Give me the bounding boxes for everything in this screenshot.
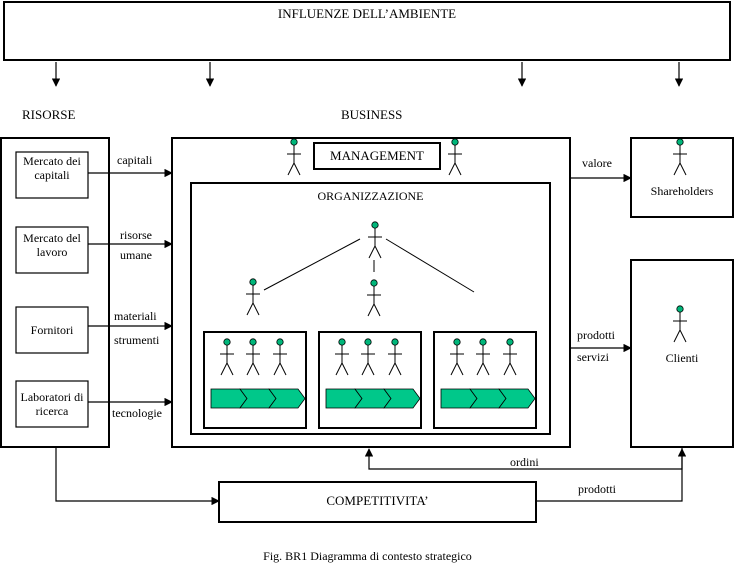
person-icon bbox=[450, 338, 464, 376]
person-icon bbox=[246, 278, 260, 316]
organization-label: ORGANIZZAZIONE bbox=[317, 189, 424, 203]
team-box-1 bbox=[203, 331, 307, 429]
resources-to-competitiveness-arrow bbox=[55, 447, 220, 506]
flow-label-materials: materiali bbox=[114, 309, 157, 323]
resource-label-suppliers: Fornitori bbox=[30, 323, 74, 337]
people-layer bbox=[220, 138, 687, 376]
environment-label: INFLUENZE DELL’AMBIENTE bbox=[277, 6, 457, 21]
process-chevron-icon bbox=[210, 388, 248, 409]
flow-label-products: prodotti bbox=[577, 328, 615, 342]
process-layer bbox=[210, 388, 536, 409]
resource-box-research-labs bbox=[15, 380, 89, 428]
person-icon bbox=[287, 138, 301, 176]
team-box-2 bbox=[318, 331, 422, 429]
person-icon bbox=[448, 138, 462, 176]
flow-label-products-to-clients: prodotti bbox=[578, 482, 616, 496]
person-icon bbox=[476, 338, 490, 376]
resources-box bbox=[0, 137, 110, 448]
person-icon bbox=[246, 338, 260, 376]
person-icon bbox=[273, 338, 287, 376]
resource-label-labour-market: Mercato del lavoro bbox=[23, 231, 81, 259]
process-chevron-icon bbox=[325, 388, 363, 409]
person-icon bbox=[673, 305, 687, 343]
environment-box bbox=[3, 1, 731, 61]
flow-label-human-resources-1: risorse bbox=[120, 228, 152, 242]
person-icon bbox=[503, 338, 517, 376]
shareholders-label: Shareholders bbox=[650, 184, 714, 198]
process-chevron-icon bbox=[498, 388, 536, 409]
person-icon bbox=[220, 338, 234, 376]
competitiveness-label: COMPETITIVITA’ bbox=[326, 493, 429, 508]
flow-label-tools: strumenti bbox=[114, 333, 160, 347]
resource-box-labour-market bbox=[15, 226, 89, 274]
team-box-3 bbox=[433, 331, 537, 429]
products-arrow bbox=[536, 448, 687, 502]
process-chevron-icon bbox=[440, 388, 478, 409]
clients-label: Clienti bbox=[665, 351, 699, 365]
org-chart-lines bbox=[263, 238, 475, 293]
resource-box-capital-market bbox=[15, 151, 89, 199]
flow-label-services: servizi bbox=[577, 350, 609, 364]
person-icon bbox=[361, 338, 375, 376]
business-box bbox=[171, 137, 571, 448]
resources-heading: RISORSE bbox=[22, 107, 76, 122]
person-icon bbox=[673, 138, 687, 176]
shareholders-box bbox=[630, 137, 734, 218]
resource-label-capital-market: Mercato dei capitali bbox=[23, 154, 81, 182]
process-chevron-icon bbox=[383, 388, 421, 409]
flow-label-value: valore bbox=[582, 156, 612, 170]
management-label: MANAGEMENT bbox=[330, 148, 424, 163]
business-heading: BUSINESS bbox=[341, 107, 403, 122]
process-chevron-icon bbox=[268, 388, 306, 409]
figure-caption: Fig. BR1 Diagramma di contesto strategic… bbox=[263, 549, 472, 563]
organization-box bbox=[190, 182, 551, 435]
flow-label-technologies: tecnologie bbox=[112, 406, 162, 420]
environment-arrows bbox=[51, 62, 684, 87]
resource-box-suppliers bbox=[15, 306, 89, 354]
management-box bbox=[313, 142, 441, 170]
flow-label-capital: capitali bbox=[117, 153, 153, 167]
flow-label-orders: ordini bbox=[510, 455, 539, 469]
person-icon bbox=[367, 279, 381, 317]
person-icon bbox=[368, 221, 382, 259]
person-icon bbox=[388, 338, 402, 376]
output-arrows bbox=[570, 173, 632, 353]
resource-label-research-labs: Laboratori di ricerca bbox=[20, 390, 84, 418]
person-icon bbox=[335, 338, 349, 376]
flow-label-human-resources-2: umane bbox=[120, 248, 152, 262]
resource-arrows bbox=[88, 168, 173, 407]
